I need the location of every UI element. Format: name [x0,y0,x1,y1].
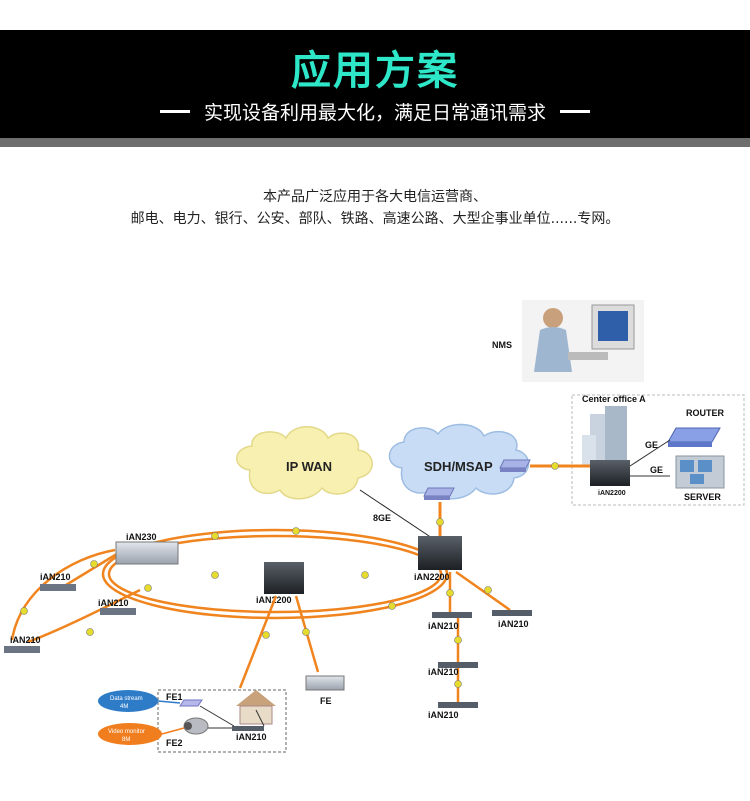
fe-label: FE [320,696,332,706]
video-monitor-bubble [98,723,162,745]
router-label: ROUTER [686,408,725,418]
nms-workstation-icon [522,300,644,382]
sdh-switch-icon-bottom [423,487,455,500]
link-ian210-house [255,709,265,727]
link-node-marker [551,462,559,470]
ian210-b-device [100,608,136,615]
ian210-r4-device [438,702,478,708]
router-icon [667,427,721,447]
data-stream-pointer [157,700,181,704]
ian230-label: iAN230 [126,532,157,542]
link-node-marker [454,680,462,688]
intro-text: 本产品广泛应用于各大电信运营商、 邮电、电力、银行、公安、部队、铁路、高速公路、… [0,186,750,230]
video-monitor-label: Video monitor [108,729,145,735]
fe2-label: FE2 [166,738,183,748]
center-ian2200-device [590,460,630,486]
link-ian210a-ian230 [65,550,121,587]
sdh-msap-label: SDH/MSAP [424,459,493,474]
link-fe1-ian210 [199,705,235,727]
ring-node-marker [361,571,369,579]
link-node-marker [484,586,492,594]
nms-label: NMS [492,340,512,350]
ian210-r3-device [438,662,478,668]
data-stream-rate: 4M [120,704,128,710]
video-monitor-pointer [161,727,185,735]
video-monitor-rate: 8M [122,737,130,743]
ge-link-router [629,439,671,467]
ge-label-2: GE [650,465,663,475]
link-8ge [359,489,433,539]
ip-wan-label: IP WAN [286,459,332,474]
center-office-label: Center office A [582,394,646,404]
page-subtitle: 实现设备利用最大化，满足日常通讯需求 [203,101,546,124]
ian210-r2-label: iAN210 [498,619,529,629]
page-title: 应用方案 [291,48,459,94]
link-main-r2 [455,570,511,612]
subtitle-dash-right [560,109,590,113]
link-node-marker [454,636,462,644]
link-node-marker [262,631,270,639]
link-node-marker [436,518,444,526]
fe1-label: FE1 [166,692,183,702]
ian230-device [115,541,179,565]
ian210-b-label: iAN210 [98,598,129,608]
ian210-r2-device [492,610,532,616]
fe-device [305,675,345,691]
link-mid-house [238,595,278,689]
intro-line-1: 本产品广泛应用于各大电信运营商、 [263,189,487,205]
server-label: SERVER [684,492,721,502]
header-strip [0,138,750,147]
ring-inner [107,534,443,614]
house-icon [236,690,276,725]
data-stream-label: Data stream [110,696,143,702]
ring-node-marker [20,607,28,615]
main-ian2200-label: iAN2200 [414,572,450,582]
ian210-a-label: iAN210 [40,572,71,582]
ian210-bottom-label: iAN210 [236,732,267,742]
sdh-switch-icon-right [499,459,531,472]
left-loop-outer [10,548,116,641]
page-subtitle-row: 实现设备利用最大化，满足日常通讯需求 [0,97,750,125]
subtitle-dash-left [159,109,190,113]
network-diagram: Center office A ROUTER SERVER iAN2200 GE… [4,300,745,753]
server-icon [675,455,725,489]
ring-node-marker [144,584,152,592]
ian210-r1-device [432,612,472,618]
camera-icon [183,717,209,735]
ip-wan-cloud [236,426,373,500]
ian210-r1-label: iAN210 [428,621,459,631]
intro-line-2: 邮电、电力、银行、公安、部队、铁路、高速公路、大型企事业单位......专网。 [130,211,620,227]
link-node-marker [302,628,310,636]
ian210-r4-label: iAN210 [428,710,459,720]
ian210-c-device [4,646,40,653]
ring-outer [101,528,449,620]
office-building-icon [582,406,627,465]
ring-node-marker [86,628,94,636]
ian210-a-device [40,584,76,591]
main-ian2200-device [418,536,462,570]
ring-node-marker [388,602,396,610]
switch-icon-fe1 [179,699,203,707]
ian210-bottom-device [232,726,264,731]
link-node-marker [446,589,454,597]
ring-node-marker [292,527,300,535]
center-ian2200-label: iAN2200 [598,490,626,497]
ian210-r3-label: iAN210 [428,667,459,677]
ring-node-marker [211,532,219,540]
left-loop-inner [27,588,141,644]
header-banner [0,30,750,138]
ge-label-1: GE [645,440,658,450]
data-stream-bubble [98,690,158,712]
ring-node-marker [90,560,98,568]
ring-node-marker [211,571,219,579]
mid-ian2200-device [264,562,304,594]
link-8ge-label: 8GE [373,513,391,523]
ian210-c-label: iAN210 [10,635,41,645]
